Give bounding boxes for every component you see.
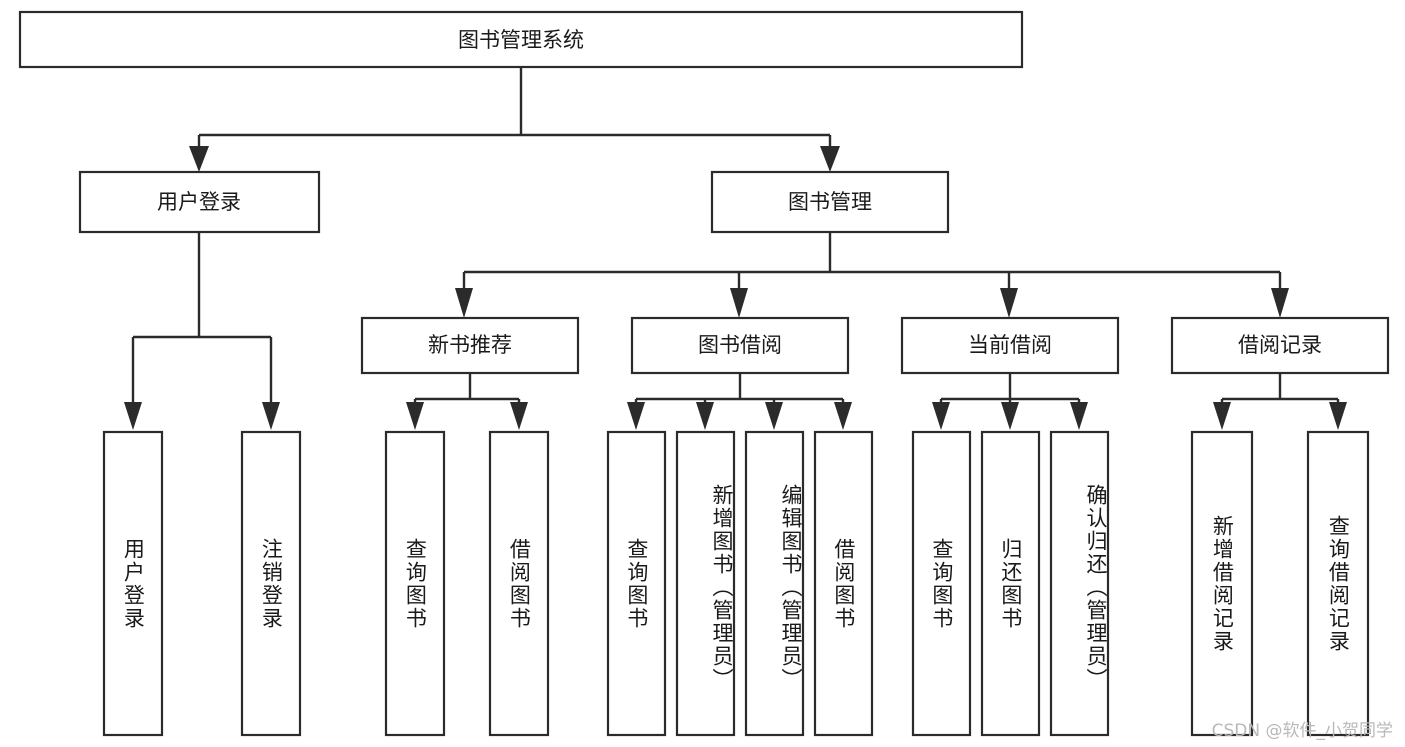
node-book-manage-label: 图书管理 (788, 190, 872, 214)
node-leaf-query-record-label: 查询借阅记录 (1326, 514, 1351, 653)
arrow-head-user-leaf-2 (262, 402, 280, 430)
arrow-head-book-manage (820, 146, 840, 172)
node-leaf-edit-book-label: 编辑图书（管理员） (779, 484, 803, 691)
arrow-head-user-leaf-1 (124, 402, 142, 430)
arrow-head-recommend-leaf-2 (510, 402, 528, 430)
node-leaf-return-book-label: 归还图书 (998, 537, 1023, 630)
node-leaf-query-book-2-box[interactable] (606, 430, 667, 737)
node-leaf-logout-box[interactable] (240, 430, 302, 737)
node-leaf-query-book-2-label: 查询图书 (624, 537, 649, 630)
arrow-head-record-leaf-2 (1329, 402, 1347, 430)
arrow-head-borrow-record (1271, 288, 1289, 318)
arrow-head-borrow-leaf-1 (627, 402, 645, 430)
arrow-head-borrow-leaf-4 (834, 402, 852, 430)
node-leaf-add-record-label: 新增借阅记录 (1210, 514, 1235, 653)
arrow-head-current-leaf-1 (932, 402, 950, 430)
arrow-head-current-leaf-3 (1070, 402, 1088, 430)
node-current-borrow-label: 当前借阅 (968, 333, 1052, 357)
node-leaf-query-record-box[interactable] (1306, 430, 1370, 737)
node-leaf-confirm-return-label: 确认归还（管理员） (1084, 484, 1108, 691)
node-leaf-borrow-book-1-box[interactable] (488, 430, 550, 737)
node-leaf-return-book-box[interactable] (980, 430, 1041, 737)
arrow-head-new-book (455, 288, 473, 318)
node-leaf-borrow-book-2-label: 借阅图书 (831, 537, 856, 630)
arrow-head-book-borrow (730, 288, 748, 318)
node-root-box[interactable] (18, 10, 1024, 69)
node-leaf-edit-book-box[interactable] (744, 430, 805, 737)
node-user-login-label: 用户登录 (157, 190, 241, 214)
arrow-head-record-leaf-1 (1213, 402, 1231, 430)
arrow-head-recommend-leaf-1 (406, 402, 424, 430)
arrow-head-user-login (189, 146, 209, 172)
node-leaf-query-book-1-label: 查询图书 (403, 537, 428, 630)
node-user-login-box[interactable] (78, 170, 321, 234)
arrow-head-borrow-leaf-2 (696, 402, 714, 430)
arrow-head-current-leaf-2 (1001, 402, 1019, 430)
node-leaf-user-login-box[interactable] (102, 430, 164, 737)
node-layer: 图书管理系统 用户登录 图书管理 新书推荐 图书借阅 当前借阅 借阅记录 (18, 10, 1390, 737)
node-leaf-add-record-box[interactable] (1190, 430, 1254, 737)
node-book-borrow-label: 图书借阅 (698, 333, 782, 357)
node-new-book-recommend-label: 新书推荐 (428, 333, 512, 357)
node-new-book-recommend-box[interactable] (360, 316, 580, 375)
arrow-head-borrow-leaf-3 (765, 402, 783, 430)
node-book-manage-box[interactable] (710, 170, 950, 234)
node-book-borrow-box[interactable] (630, 316, 850, 375)
node-leaf-query-book-3-box[interactable] (911, 430, 972, 737)
node-leaf-user-login-label: 用户登录 (121, 537, 146, 630)
connector-layer (124, 67, 1347, 430)
node-current-borrow-box[interactable] (900, 316, 1120, 375)
node-leaf-query-book-1-box[interactable] (384, 430, 446, 737)
arrow-head-current-borrow (1000, 288, 1018, 318)
node-leaf-borrow-book-1-label: 借阅图书 (507, 537, 532, 630)
node-root-label: 图书管理系统 (458, 28, 584, 52)
node-leaf-add-book-box[interactable] (675, 430, 736, 737)
watermark-text: CSDN @软件_小贺同学 (1211, 721, 1393, 741)
node-borrow-record-label: 借阅记录 (1238, 333, 1322, 357)
node-leaf-borrow-book-2-box[interactable] (813, 430, 874, 737)
node-leaf-confirm-return-box[interactable] (1049, 430, 1110, 737)
node-leaf-add-book-label: 新增图书（管理员） (710, 484, 734, 691)
node-leaf-query-book-3-label: 查询图书 (929, 537, 954, 630)
node-leaf-logout-label: 注销登录 (259, 537, 284, 630)
node-borrow-record-box[interactable] (1170, 316, 1390, 375)
